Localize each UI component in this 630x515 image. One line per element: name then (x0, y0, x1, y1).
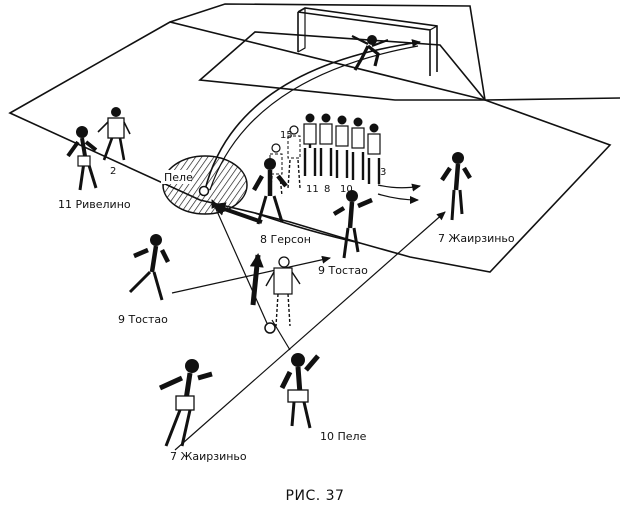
pass-line-tostao (171, 255, 331, 294)
player-pele-ghost (265, 256, 301, 327)
figure-caption: РИС. 37 (286, 488, 345, 504)
wall-number: 11 (306, 184, 319, 195)
player-tostao-right (332, 190, 373, 259)
wall-break-arrow-1 (377, 183, 421, 192)
player-opponent (97, 107, 131, 161)
wall-number: 3 (380, 167, 386, 178)
label-gerson: 8 Герсон (260, 233, 311, 246)
run-line-jairzinho (174, 211, 446, 451)
wall-number: 15 (280, 130, 293, 141)
player-gerson (252, 158, 288, 225)
label-pele-bottom: 10 Пеле (320, 430, 367, 443)
defensive-wall (269, 113, 381, 197)
pele-zone (162, 155, 248, 215)
ball-trajectory (204, 39, 421, 191)
pitch-lines (8, 3, 621, 273)
wall-number: 10 (340, 184, 353, 195)
player-jairzinho-right (440, 152, 472, 221)
touchline-right (484, 97, 621, 101)
player-jairzinho-bottom (158, 359, 213, 447)
ball-trajectory-inner (209, 45, 419, 191)
wall-player (351, 117, 365, 180)
label-tostao-right: 9 Тостао (318, 264, 368, 277)
penalty-area (8, 21, 612, 273)
run-line-pele (271, 319, 291, 351)
goalkeeper (351, 35, 389, 71)
gerson-run-arrow (249, 253, 264, 306)
label-tostao-left: 9 Тостао (118, 313, 168, 326)
ball (198, 185, 210, 197)
wall-break-arrow-2 (377, 193, 419, 204)
ball-start (264, 322, 276, 334)
wall-player (335, 115, 349, 178)
wall-number: 8 (324, 184, 330, 195)
label-jairzinho-right: 7 Жаирзиньо (438, 232, 515, 245)
label-rivelino: 11 Ривелино (58, 198, 131, 211)
goal-line (169, 3, 486, 101)
pele-zone-label: Пеле (164, 171, 193, 184)
gerson-pass-arrow (211, 202, 263, 224)
wall-player (303, 113, 317, 176)
wall-player (319, 113, 333, 176)
goal (297, 7, 438, 76)
wall-number: 2 (110, 166, 116, 177)
penalty-arc (254, 212, 361, 244)
label-jairzinho-bottom: 7 Жаирзиньо (170, 450, 247, 463)
player-tostao-left (128, 234, 171, 301)
goal-area (198, 31, 487, 101)
player-rivelino (66, 126, 98, 191)
player-pele-bottom (279, 353, 320, 429)
wall-player (287, 125, 301, 189)
pass-line-pele-back (211, 199, 271, 331)
wall-player (367, 123, 381, 184)
